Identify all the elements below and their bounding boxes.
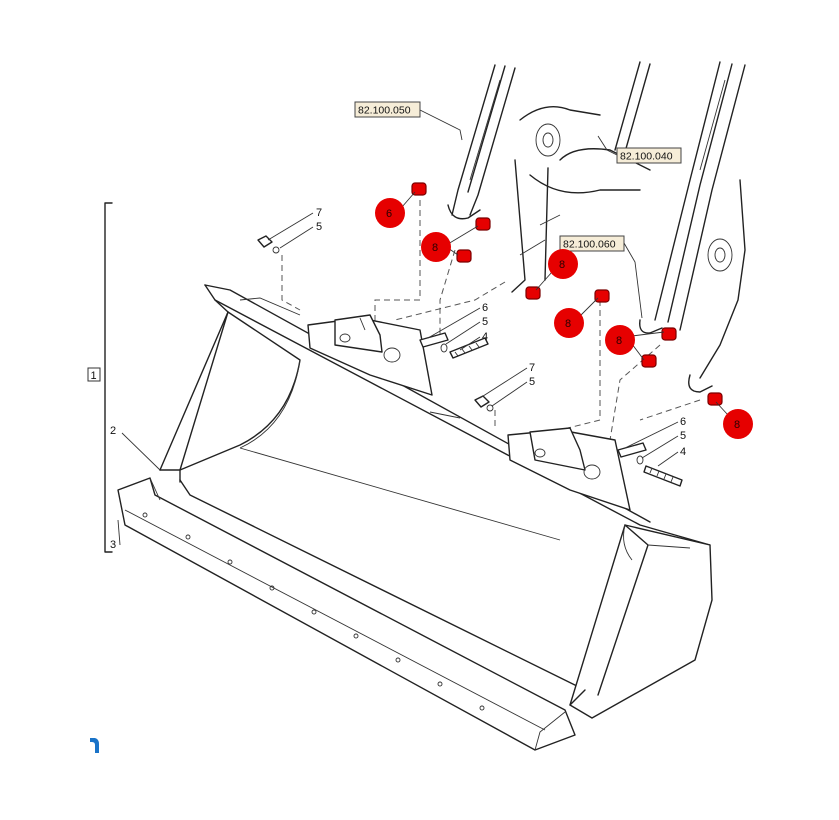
- reference-82-100-050-text: 82.100.050: [358, 105, 411, 117]
- part-label-4-right: 4: [680, 446, 686, 458]
- part-label-4-left: 4: [482, 331, 488, 343]
- callout-8-d-text: 8: [616, 335, 622, 347]
- pin-left: [419, 332, 489, 359]
- callout-8-d[interactable]: 8: [605, 325, 665, 361]
- seal-3: [456, 249, 472, 263]
- seal-2: [475, 217, 491, 231]
- callout-8-a-text: 8: [432, 242, 438, 254]
- part-label-5-right: 5: [680, 430, 686, 442]
- reference-82-100-040[interactable]: 82.100.040: [597, 135, 682, 164]
- callout-8-b[interactable]: 8: [535, 249, 578, 291]
- callout-8-b-text: 8: [559, 259, 565, 271]
- part-label-3: 3: [110, 539, 116, 551]
- seals: [411, 182, 723, 406]
- pin-right: [617, 442, 683, 487]
- part-label-5-left: 5: [482, 316, 488, 328]
- part-label-6-left: 6: [482, 302, 488, 314]
- assembly-label: 1: [91, 370, 97, 382]
- seal-7: [641, 354, 657, 368]
- bolt-center: [474, 395, 494, 412]
- assembly-bracket: 1: [87, 202, 113, 553]
- part-labels: 2 3 7 5 6 5 4 7 5 6 5 4: [110, 207, 686, 551]
- seal-4: [525, 286, 541, 300]
- callout-8-c-text: 8: [565, 318, 571, 330]
- callout-8-a[interactable]: 8: [421, 225, 479, 262]
- reference-82-100-060-text: 82.100.060: [563, 239, 616, 251]
- seal-8: [707, 392, 723, 406]
- reference-82-100-040-text: 82.100.040: [620, 151, 673, 163]
- part-label-6-right: 6: [680, 416, 686, 428]
- part-label-7-top: 7: [316, 207, 322, 219]
- part-label-5-center: 5: [529, 376, 535, 388]
- part-label-5-top: 5: [316, 221, 322, 233]
- reference-82-100-050[interactable]: 82.100.050: [354, 101, 463, 141]
- assembly-guide-lines: [281, 200, 701, 441]
- bracket-left: [307, 314, 433, 396]
- callout-6-top[interactable]: 6: [375, 191, 416, 228]
- assembly-label-box: [87, 367, 101, 382]
- seal-1: [411, 182, 427, 196]
- loader-crossbar: [511, 106, 651, 293]
- part-label-7-center: 7: [529, 362, 535, 374]
- part-label-2: 2: [110, 425, 116, 437]
- cutting-edge-bolt-holes: [142, 512, 485, 711]
- page-corner-marker-icon: [90, 738, 99, 753]
- callout-6-text: 6: [386, 208, 392, 220]
- callout-8-c[interactable]: 8: [554, 297, 599, 338]
- seal-5: [594, 289, 610, 303]
- loader-arm-right: [614, 61, 746, 393]
- callout-8-e[interactable]: 8: [715, 401, 753, 439]
- bracket-right: [507, 427, 631, 511]
- reference-82-100-060[interactable]: 82.100.060: [559, 235, 643, 319]
- loader-arm-left: [447, 64, 516, 220]
- cutting-edge: [117, 477, 576, 751]
- bolt-top-left: [257, 235, 280, 254]
- seal-6: [661, 327, 677, 341]
- callout-8-e-text: 8: [734, 419, 740, 431]
